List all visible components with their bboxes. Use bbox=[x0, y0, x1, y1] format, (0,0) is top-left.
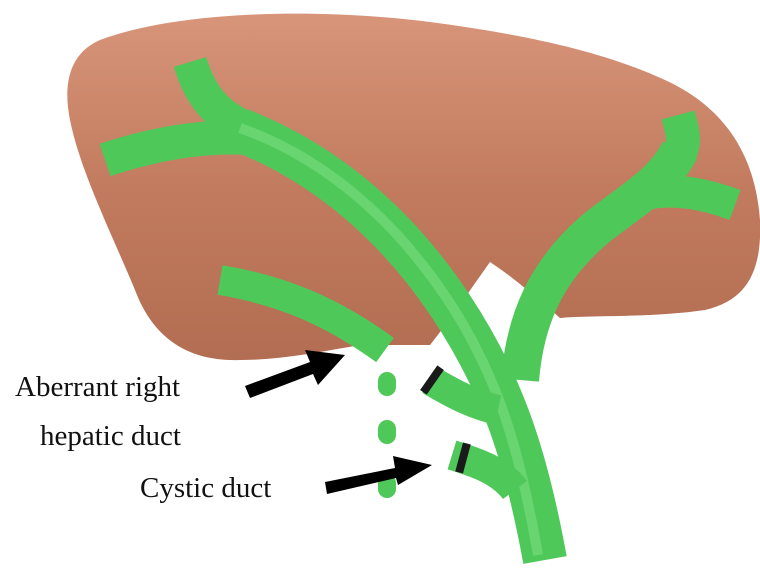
aberrant-label-line1: Aberrant right bbox=[15, 371, 180, 403]
left-lateral-branch bbox=[640, 192, 735, 205]
aberrant-label-line2: hepatic duct bbox=[40, 420, 181, 452]
dash-2 bbox=[378, 420, 396, 444]
dash-1 bbox=[378, 372, 396, 396]
left-upper-branch bbox=[675, 115, 683, 160]
cystic-label: Cystic duct bbox=[140, 472, 271, 504]
